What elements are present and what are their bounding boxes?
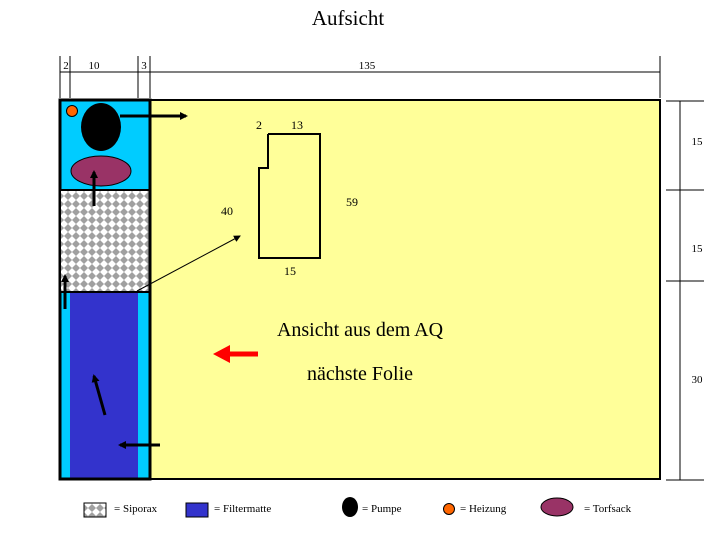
legend-heater-label: = Heizung [460, 503, 507, 515]
next-slide-link[interactable]: nächste Folie [307, 363, 413, 385]
dim-top-2: 2 [63, 60, 69, 72]
view-from-aq-text: Ansicht aus dem AQ [277, 319, 444, 341]
pointer-arrow [136, 235, 241, 292]
legend-siporax-label: = Siporax [114, 503, 158, 515]
legend-pump-label: = Pumpe [362, 503, 402, 515]
legend-torfsack-label: = Torfsack [584, 503, 632, 515]
cutout-dim-2: 2 [256, 118, 262, 132]
cutout-dim-13: 13 [291, 118, 303, 132]
dim-top-3: 3 [141, 60, 147, 72]
legend-filtermatte-label: = Filtermatte [214, 503, 271, 515]
dim-top-135: 135 [359, 60, 376, 72]
pump-icon [81, 103, 121, 151]
top-dimension-line [59, 56, 661, 98]
dim-right-15-b: 15 [692, 243, 704, 255]
filtermatte-swatch [185, 502, 209, 518]
siporax-swatch [83, 502, 107, 518]
siporax-section [59, 189, 151, 293]
cutout-outline [258, 133, 321, 259]
dim-right-15-a: 15 [692, 136, 704, 148]
right-dimension-line [666, 100, 704, 481]
dim-top-10: 10 [89, 60, 101, 72]
legend-pump-icon [342, 497, 358, 517]
legend-heater-icon [443, 503, 455, 515]
cutout-dim-40: 40 [221, 204, 233, 218]
aquarium-tank [149, 99, 661, 480]
page-title: Aufsicht [312, 6, 384, 30]
cutout-dim-59: 59 [346, 195, 358, 209]
flow-arrow-diagonal [91, 374, 107, 416]
peat-bag-icon [70, 155, 132, 187]
red-arrowhead [213, 345, 230, 363]
cutout-dim-15: 15 [284, 264, 296, 278]
heater-icon [66, 105, 78, 117]
legend-peat-bag-icon [540, 497, 574, 517]
legend: = Siporax = Filtermatte = Pumpe = Heizun… [83, 497, 632, 518]
dim-right-30: 30 [692, 374, 704, 386]
filtermatte-section [70, 293, 138, 479]
